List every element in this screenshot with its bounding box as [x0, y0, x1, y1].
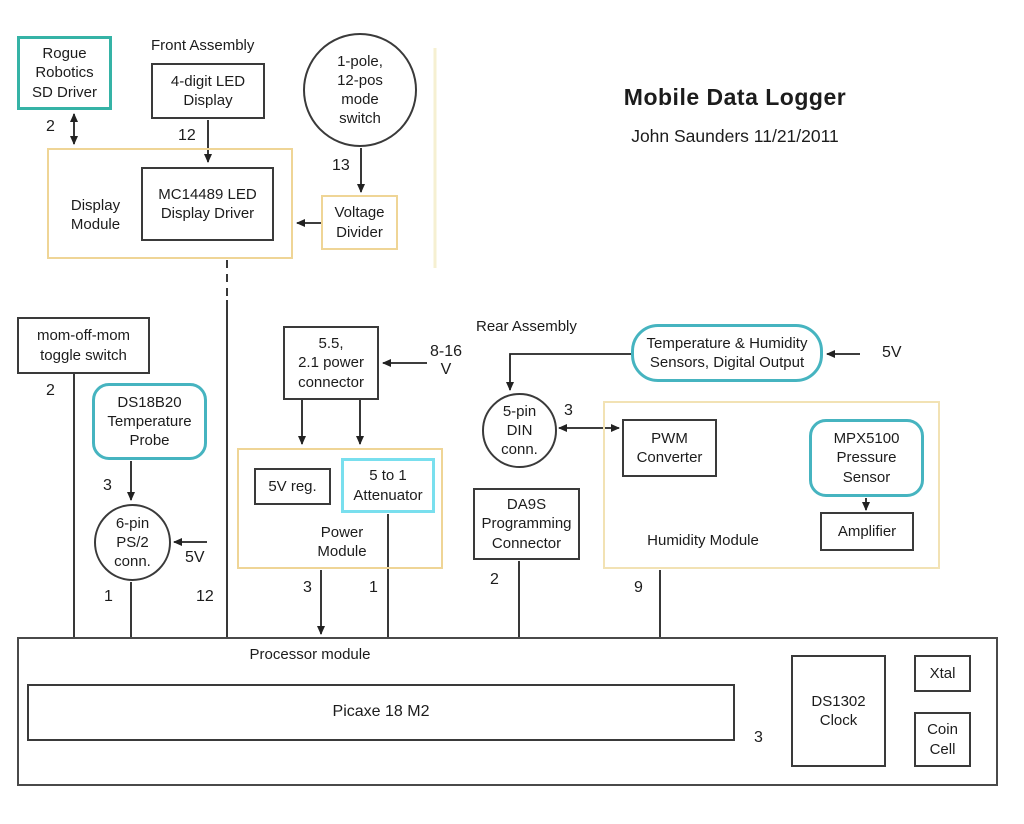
xtal-box: Xtal — [914, 655, 971, 692]
5v-reg-box: 5V reg. — [254, 468, 331, 505]
power-connector-box: 5.5, 2.1 power connector — [283, 326, 379, 400]
coin-cell-box: Coin Cell — [914, 712, 971, 767]
wire-label-mode-pins: 13 — [332, 157, 350, 174]
mode-switch-circle: 1-pole, 12-pos mode switch — [303, 33, 417, 147]
sd-driver-box: Rogue Robotics SD Driver — [17, 36, 112, 110]
display-module-label: Display Module — [70, 197, 121, 234]
wire-sensors-din — [506, 353, 631, 391]
front-assembly-label: Front Assembly — [151, 37, 255, 54]
power-module-box — [237, 448, 443, 569]
wire-label-humidity-bus: 9 — [634, 579, 643, 596]
ds18b20-box: DS18B20 Temperature Probe — [92, 383, 207, 460]
toggle-switch-box: mom-off-mom toggle switch — [17, 317, 150, 374]
wire-label-probe-pins: 3 — [103, 477, 112, 494]
wire-label-din-bus: 3 — [564, 402, 573, 419]
wire-label-display-bus: 12 — [196, 588, 214, 605]
wire-label-atten-out: 1 — [369, 579, 378, 596]
ds1302-box: DS1302 Clock — [791, 655, 886, 767]
wire-label-clock-bus: 3 — [754, 729, 763, 746]
voltage-divider-box: Voltage Divider — [321, 195, 398, 250]
wire-label-toggle-pins: 2 — [46, 382, 55, 399]
wire-label-display-pins: 12 — [178, 127, 196, 144]
wire-label-supply-range: 8-16 V — [429, 343, 463, 379]
amplifier-box: Amplifier — [820, 512, 914, 551]
page-title: Mobile Data Logger — [623, 84, 847, 110]
humidity-module-box — [603, 401, 940, 569]
power-module-label: Power Module — [317, 524, 367, 561]
ps2-conn-circle: 6-pin PS/2 conn. — [94, 504, 171, 581]
rear-assembly-label: Rear Assembly — [476, 318, 577, 335]
wire-label-da9s-pins: 2 — [490, 571, 499, 588]
wire-label-sd-pins: 2 — [46, 118, 55, 135]
pwm-converter-box: PWM Converter — [622, 419, 717, 477]
processor-module-label: Processor module — [249, 646, 371, 663]
mc14489-box: MC14489 LED Display Driver — [141, 167, 274, 241]
display-module-box — [47, 148, 293, 259]
picaxe-box: Picaxe 18 M2 — [27, 684, 735, 741]
humidity-module-label: Humidity Module — [647, 532, 759, 549]
mpx5100-box: MPX5100 Pressure Sensor — [809, 419, 924, 497]
attenuator-box: 5 to 1 Attenuator — [341, 458, 435, 513]
led-display-box: 4-digit LED Display — [151, 63, 265, 119]
page-byline: John Saunders 11/21/2011 — [631, 126, 839, 146]
wire-label-ps2-pin: 1 — [104, 588, 113, 605]
wire-label-sensor-5v: 5V — [882, 344, 902, 361]
wire-label-power-out: 3 — [303, 579, 312, 596]
da9s-box: DA9S Programming Connector — [473, 488, 580, 560]
th-sensors-box: Temperature & Humidity Sensors, Digital … — [631, 324, 823, 382]
din-conn-circle: 5-pin DIN conn. — [482, 393, 557, 468]
wire-label-ps2-5v: 5V — [185, 549, 205, 566]
